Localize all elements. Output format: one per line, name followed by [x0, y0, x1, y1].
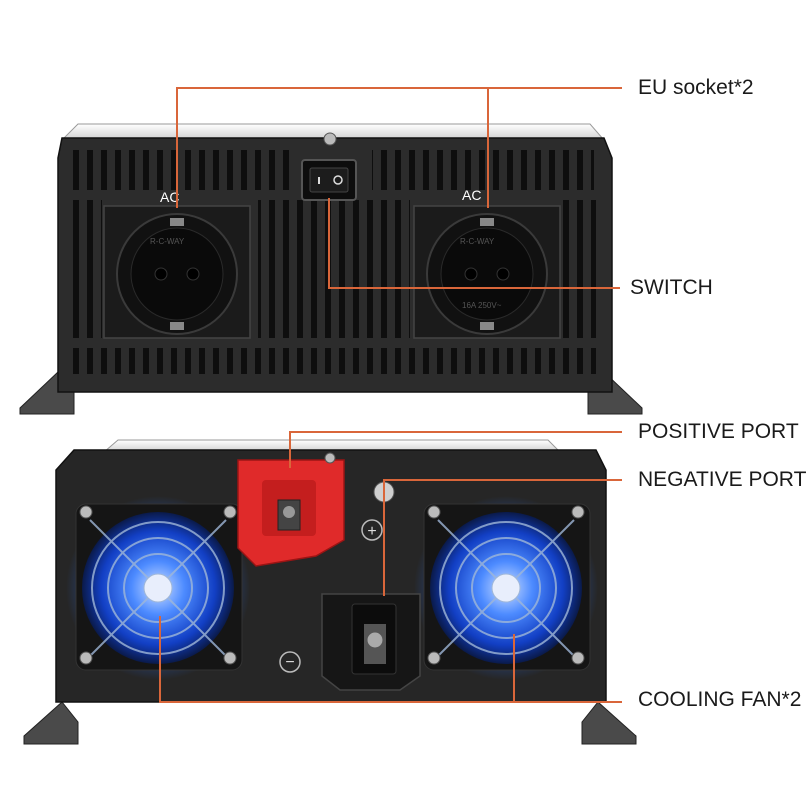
front-screw [323, 132, 337, 146]
socket-rating-right: 16A 250V~ [462, 301, 502, 310]
cooling-fan-right [414, 496, 598, 680]
callout-cooling-fan: COOLING FAN*2 [638, 688, 802, 711]
callout-positive-port: POSITIVE PORT [638, 420, 799, 443]
callout-lines [159, 87, 622, 703]
rear-left-foot [23, 701, 79, 745]
callout-line-positive [289, 431, 622, 468]
callout-line-eu-socket [176, 87, 622, 208]
minus-symbol: − [285, 654, 294, 671]
rear-screw-top [324, 452, 336, 464]
socket-brand-right: R-C-WAY [460, 237, 495, 246]
ac-label-left: AC [160, 189, 179, 205]
rear-right-foot [581, 701, 637, 745]
callout-line-cooling-fan [159, 616, 622, 703]
callout-eu-socket: EU socket*2 [638, 76, 754, 99]
socket-brand-left: R-C-WAY [150, 237, 185, 246]
callout-line-switch [328, 198, 620, 289]
eu-socket-left [103, 205, 251, 339]
plus-symbol-circle [361, 519, 383, 541]
callout-switch: SWITCH [630, 276, 713, 299]
front-panel: AC AC R-C-WAY R-C-WAY 16A 250V~ [19, 123, 643, 415]
negative-terminal[interactable] [321, 593, 421, 691]
cooling-fan-left [66, 496, 250, 680]
front-vent-slots [72, 150, 596, 374]
power-switch[interactable] [301, 159, 357, 201]
plus-symbol: + [367, 523, 376, 540]
positive-terminal[interactable] [237, 459, 345, 567]
rear-panel: + − [23, 439, 637, 745]
eu-socket-right [413, 205, 561, 339]
callout-negative-port: NEGATIVE PORT [638, 468, 806, 491]
minus-symbol-circle [279, 651, 301, 673]
callout-line-negative [383, 479, 622, 596]
ac-label-right: AC [462, 187, 481, 203]
